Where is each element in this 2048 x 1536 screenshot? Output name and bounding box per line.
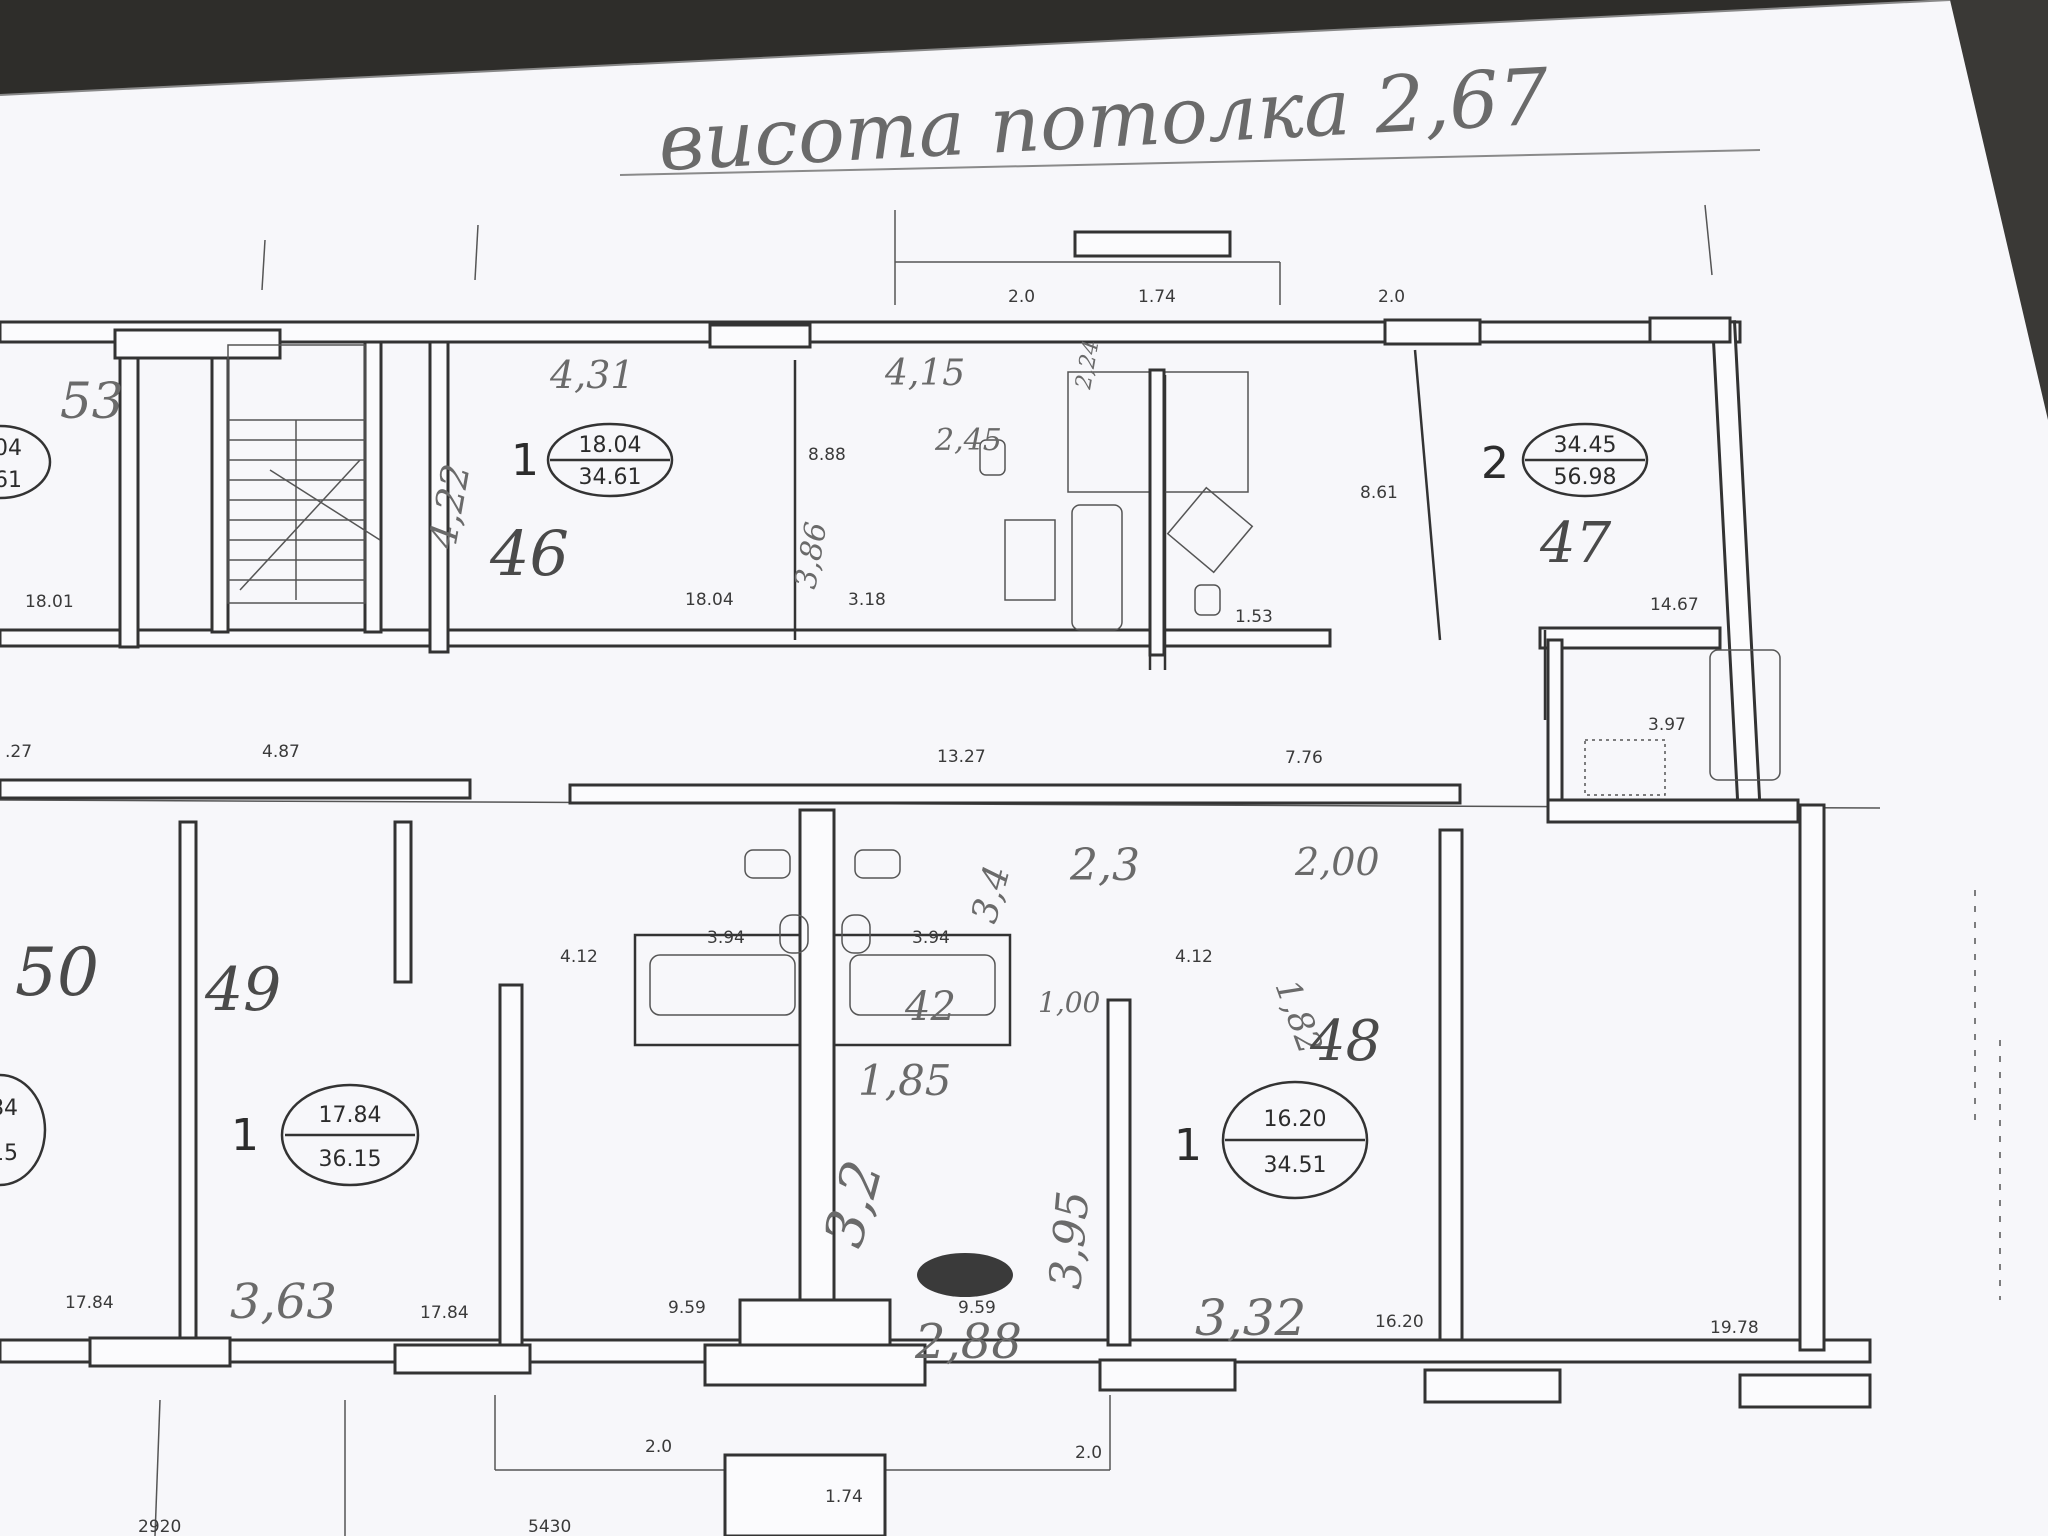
handwritten-notes: 53 4,31 4,22 46 4,15 2,45 2,24 3,86 47 2…	[15, 338, 1612, 1370]
fixtures	[744, 439, 1221, 954]
table-surface	[1950, 0, 2048, 420]
apartment-total-area: 36.15	[319, 1147, 382, 1172]
apartment-living-area: 16.20	[1264, 1107, 1327, 1132]
staircase	[227, 344, 381, 604]
lower-walls	[0, 778, 1872, 1409]
apartment-living-area: 18.04	[579, 433, 642, 458]
handwritten-number: 1,85	[858, 1056, 952, 1105]
dim-label: 3.18	[848, 590, 886, 610]
handwritten-number: 47	[1539, 511, 1612, 576]
apartment-living-area: 34.45	[1554, 433, 1617, 458]
apartment-rooms-label: 1	[511, 435, 539, 486]
apartment-rooms-label: 1	[231, 1110, 259, 1161]
dim-label: 1.74	[1138, 287, 1176, 307]
apartment-badge-partial: 84 15	[0, 1073, 47, 1187]
note-underline	[619, 149, 1761, 176]
apartment-living-area: 17.84	[319, 1103, 382, 1128]
ink-smudge	[917, 1253, 1013, 1297]
dim-label: 5430	[528, 1517, 571, 1536]
handwritten-number: 4,31	[549, 353, 635, 397]
dim-label: 9.59	[668, 1298, 706, 1318]
handwritten-number: 2,00	[1294, 840, 1380, 884]
dim-label: 8.61	[1360, 483, 1398, 503]
upper-walls	[0, 316, 1800, 824]
dim-label: 13.27	[937, 747, 986, 767]
top-balcony	[894, 230, 1281, 305]
dim-label: 4.87	[262, 742, 300, 762]
bottom-balcony	[494, 1395, 1111, 1536]
dim-label: 2.0	[1378, 287, 1405, 307]
dim-label: 9.59	[958, 1298, 996, 1318]
handwritten-number: 2,88	[914, 1314, 1022, 1370]
dim-label: 1.74	[825, 1487, 863, 1507]
handwritten-number: 48	[1309, 1009, 1381, 1074]
handwritten-number: 53	[60, 372, 124, 430]
apartment-rooms-label: 2	[1481, 438, 1509, 489]
apartment-badge: 1 17.84 36.15	[231, 1083, 420, 1187]
dim-label: 2.0	[1075, 1443, 1102, 1463]
apartment-total-area: 34.51	[1264, 1153, 1327, 1178]
dim-label: 17.84	[65, 1293, 114, 1313]
dim-label: 7.76	[1285, 748, 1323, 768]
handwritten-number: 49	[204, 955, 281, 1025]
dim-label: 2.0	[645, 1437, 672, 1457]
apartment-total-area: 61	[0, 468, 22, 493]
apartment-rooms-label: 1	[1174, 1120, 1202, 1171]
dim-label: 8.88	[808, 445, 846, 465]
dim-label: 3.94	[707, 928, 745, 948]
apartment-living-area: 84	[0, 1096, 18, 1121]
handwritten-number: 46	[489, 517, 569, 590]
dim-label: 14.67	[1650, 595, 1699, 615]
handwritten-number: 3,32	[1195, 1289, 1306, 1347]
dim-label: 1.53	[1235, 607, 1273, 627]
handwritten-number: 42	[904, 984, 956, 1030]
dim-label: 4.12	[1175, 947, 1213, 967]
dim-label: 3.94	[912, 928, 950, 948]
dim-label: 18.04	[685, 590, 734, 610]
apartment-total-area: 56.98	[1554, 465, 1617, 490]
handwritten-number: 50	[15, 934, 99, 1011]
apartment-badge: 1 16.20 34.51	[1174, 1080, 1369, 1200]
handwritten-number: 3,63	[230, 1274, 337, 1330]
apartment-total-area: 34.61	[579, 465, 642, 490]
upper-wet-zone	[1004, 368, 1781, 796]
handwritten-number: 2,45	[934, 423, 1002, 458]
dim-label: 18.01	[25, 592, 74, 612]
handwritten-number: 2,3	[1069, 840, 1140, 891]
dim-label: 2920	[138, 1517, 181, 1536]
dim-label: 4.12	[560, 947, 598, 967]
dim-label: 2.0	[1008, 287, 1035, 307]
apartment-badge-partial: 04 61	[0, 424, 52, 500]
dim-label: 16.20	[1375, 1312, 1424, 1332]
apartment-badge: 1 18.04 34.61	[511, 422, 674, 498]
dim-label: 19.78	[1710, 1318, 1759, 1338]
handwritten-number: 4,15	[884, 353, 965, 394]
handwritten-number: 1,00	[1038, 986, 1100, 1019]
printed-dimensions: 2.0 1.74 2.0 8.88 3.18 18.04 18.01 8.61 …	[5, 287, 1759, 1536]
dim-label: 17.84	[420, 1303, 469, 1323]
apartment-living-area: 04	[0, 436, 22, 461]
apartment-total-area: 15	[0, 1141, 18, 1166]
dim-label: 3.97	[1648, 715, 1686, 735]
handwritten-number: 3,95	[1040, 1189, 1099, 1291]
apartment-badge: 2 34.45 56.98	[1481, 422, 1649, 498]
dim-label: .27	[5, 742, 32, 762]
